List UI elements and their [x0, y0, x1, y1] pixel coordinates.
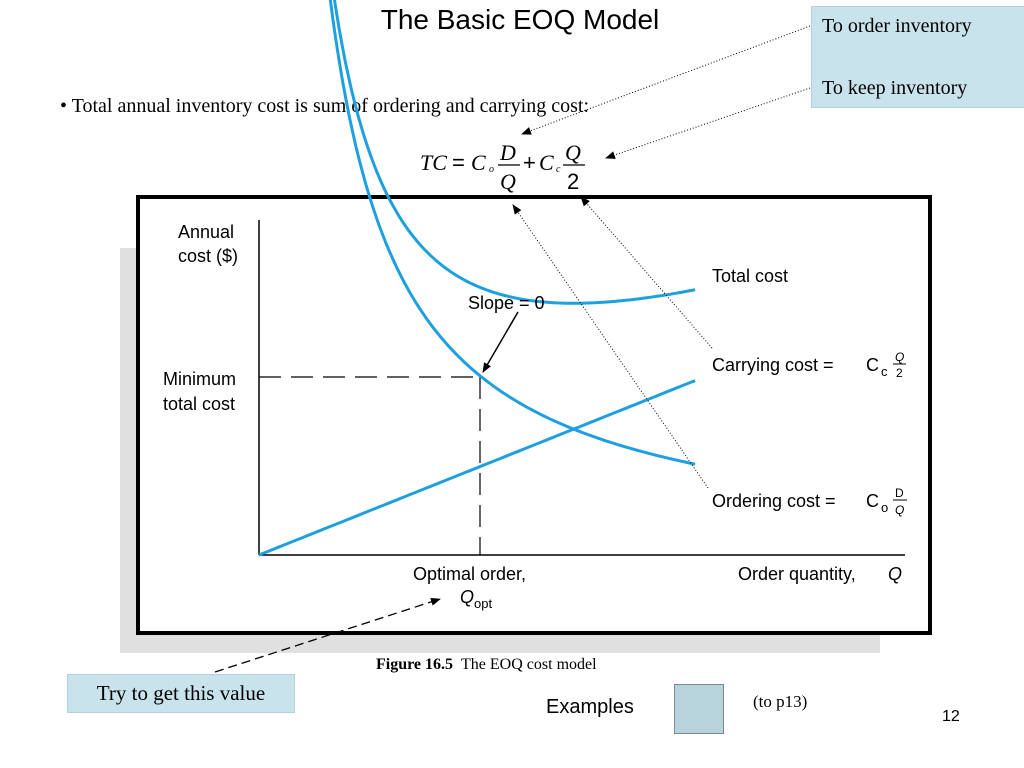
- ordering-c: C: [866, 491, 879, 511]
- callout-order-keep: To order inventory To keep inventory: [811, 6, 1024, 108]
- carrying-formula-arrow: [580, 196, 713, 349]
- formula-den2: 2: [567, 169, 579, 194]
- slope-arrow: [482, 311, 519, 373]
- formula-c1-sub: o: [489, 164, 494, 175]
- figure-caption-text: The EOQ cost model: [461, 656, 597, 673]
- carrying-cost-curve: [258, 379, 696, 557]
- figure-caption-label: Figure 16.5: [376, 656, 454, 673]
- carrying-cost-label: Carrying cost =: [712, 355, 834, 375]
- formula-plus: +: [523, 150, 536, 175]
- carrying-den: 2: [896, 366, 903, 380]
- x-optimal-label: Optimal order,: [413, 564, 526, 584]
- min-cost-label-line2: total cost: [163, 394, 235, 414]
- formula-num2: Q: [565, 140, 581, 165]
- x-axis-label: Order quantity,: [738, 564, 856, 584]
- page-number: 12: [942, 708, 960, 725]
- y-axis-label-line1: Annual: [178, 222, 234, 242]
- formula-c2: C: [539, 150, 554, 175]
- bullet-text: • Total annual inventory cost is sum of …: [60, 95, 590, 117]
- qopt-subscript: opt: [474, 596, 492, 611]
- keep-callout-arrow: [605, 87, 811, 159]
- qopt-label: Q: [460, 587, 474, 607]
- total-cost-label: Total cost: [712, 266, 788, 286]
- formula-equals: =: [452, 150, 465, 175]
- callout-try-value: Try to get this value: [67, 674, 295, 713]
- carrying-c: C: [866, 355, 879, 375]
- y-axis-label-line2: cost ($): [178, 246, 238, 266]
- examples-button[interactable]: [674, 684, 724, 734]
- ordering-cost-curve: [328, 0, 696, 466]
- to-page-note: (to p13): [753, 692, 808, 711]
- slide-title: The Basic EOQ Model: [380, 4, 660, 35]
- ordering-sub: o: [881, 500, 888, 515]
- formula-den1: Q: [500, 169, 516, 194]
- callout-keep-text: To keep inventory: [822, 77, 968, 99]
- formula-c1: C: [471, 150, 486, 175]
- cost-curves: [258, 0, 696, 557]
- formula-c2-sub: c: [556, 164, 561, 175]
- figure-caption: Figure 16.5 The EOQ cost model: [376, 656, 597, 674]
- slope-label: Slope = 0: [468, 293, 545, 313]
- ordering-num: D: [895, 486, 904, 500]
- tc-formula: TC = C o D Q + C c Q 2: [420, 140, 585, 194]
- qopt-callout-arrow: [214, 597, 441, 673]
- examples-label: Examples: [546, 696, 634, 718]
- order-callout-arrow: [521, 25, 811, 135]
- formula-num1: D: [499, 140, 516, 165]
- ordering-cost-label: Ordering cost =: [712, 491, 836, 511]
- chart-frame: [136, 195, 932, 635]
- carrying-sub: c: [881, 364, 888, 379]
- callout-order-text: To order inventory: [822, 15, 972, 37]
- ordering-formula-arrow: [512, 204, 709, 489]
- x-axis-var: Q: [888, 564, 902, 584]
- total-cost-curve: [332, 0, 696, 305]
- carrying-num: Q: [895, 350, 904, 364]
- ordering-den: Q: [895, 503, 904, 517]
- formula-tc: TC: [420, 150, 447, 175]
- min-cost-label-line1: Minimum: [163, 369, 236, 389]
